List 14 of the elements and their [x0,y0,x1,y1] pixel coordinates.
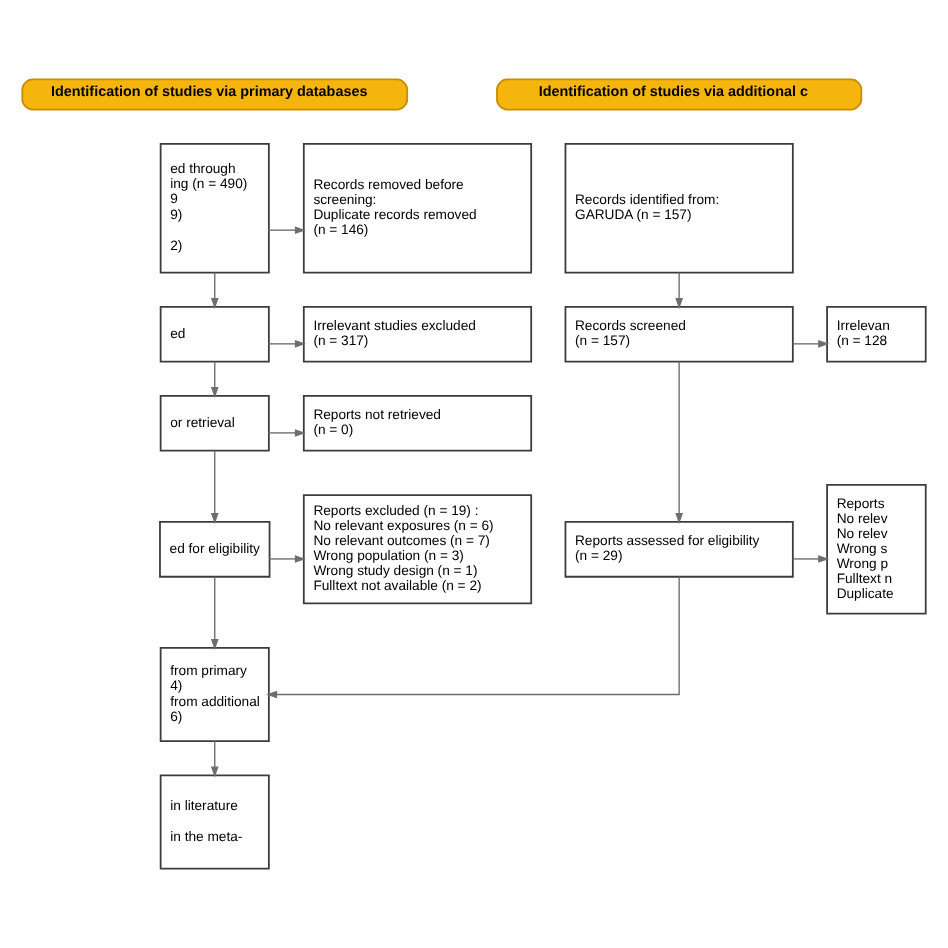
arrow [792,555,830,563]
arrow [210,361,219,398]
arrow [210,271,219,309]
arrow [792,340,830,348]
arrow [675,271,683,309]
arrow [210,450,219,525]
arrow [675,361,683,525]
arrow [210,740,219,778]
arrow [267,340,306,348]
arrow [210,576,219,651]
arrow [268,555,306,563]
arrow [266,576,680,699]
arrow [267,226,306,234]
arrow [267,429,306,437]
